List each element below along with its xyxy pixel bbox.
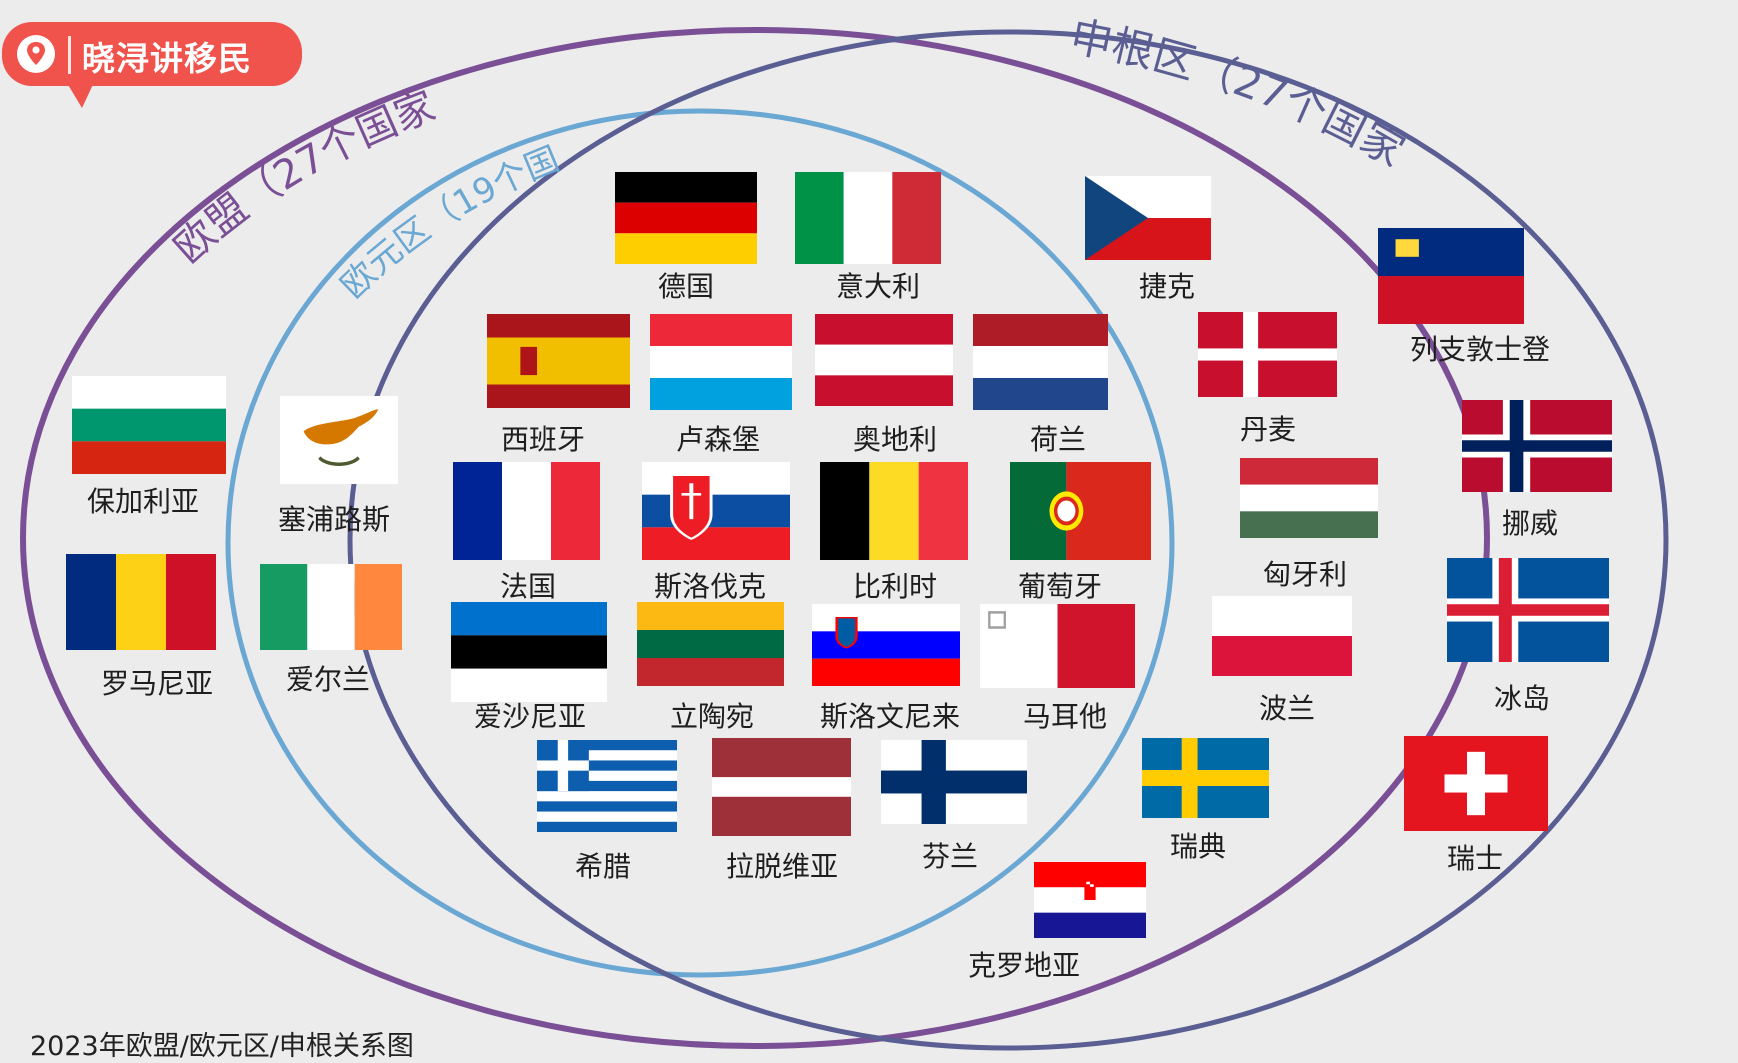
eu-circle: [20, 27, 1490, 1049]
flag-sweden: [1142, 738, 1269, 818]
badge-separator: [68, 36, 71, 74]
flag-malta: [980, 604, 1135, 688]
label-lithuania: 立陶宛: [669, 700, 755, 733]
label-norway: 挪威: [1501, 507, 1559, 540]
label-france: 法国: [499, 570, 557, 603]
eurozone-circle: [225, 108, 1175, 978]
label-cyprus: 塞浦路斯: [277, 503, 391, 536]
flag-italy: [795, 172, 941, 264]
flag-ireland: [260, 564, 402, 650]
label-czech: 捷克: [1138, 270, 1196, 303]
label-iceland: 冰岛: [1493, 682, 1551, 715]
badge-tail: [64, 78, 96, 108]
flag-denmark: [1198, 312, 1337, 397]
label-spain: 西班牙: [500, 423, 586, 456]
flag-luxembourg: [650, 314, 792, 410]
label-hungary: 匈牙利: [1262, 558, 1348, 591]
label-belgium: 比利时: [852, 570, 938, 603]
badge-text: 晓浔讲移民: [82, 39, 252, 78]
flag-austria: [815, 314, 953, 406]
label-netherlands: 荷兰: [1029, 423, 1087, 456]
flag-latvia: [712, 738, 851, 836]
flag-czech: [1085, 176, 1211, 260]
flag-norway: [1462, 400, 1612, 492]
flag-cyprus: [280, 396, 398, 484]
flag-poland: [1212, 596, 1352, 676]
label-austria: 奥地利: [852, 423, 938, 456]
label-malta: 马耳他: [1022, 700, 1108, 733]
flag-estonia: [451, 602, 607, 702]
flag-portugal: [1010, 462, 1151, 560]
flag-netherlands: [973, 314, 1108, 410]
flag-france: [453, 462, 600, 560]
label-slovakia: 斯洛伐克: [653, 570, 767, 603]
flag-romania: [66, 554, 216, 650]
label-liechtenstein: 列支敦士登: [1409, 333, 1551, 366]
label-finland: 芬兰: [921, 840, 979, 873]
label-denmark: 丹麦: [1239, 413, 1297, 446]
flag-slovenia: [812, 604, 960, 686]
flag-switzerland: [1404, 736, 1548, 831]
location-pin-icon: [17, 35, 55, 73]
label-portugal: 葡萄牙: [1017, 570, 1103, 603]
label-latvia: 拉脱维亚: [725, 850, 839, 883]
flag-croatia: [1034, 862, 1146, 938]
label-switzerland: 瑞士: [1446, 842, 1504, 875]
flag-belgium: [820, 462, 968, 560]
label-italy: 意大利: [835, 270, 921, 303]
flag-spain: [487, 314, 630, 408]
flag-finland: [881, 740, 1027, 824]
label-croatia: 克罗地亚: [967, 949, 1081, 982]
label-slovenia: 斯洛文尼来: [819, 700, 961, 733]
label-sweden: 瑞典: [1169, 830, 1227, 863]
flag-bulgaria: [72, 376, 226, 474]
flag-germany: [615, 172, 757, 264]
label-romania: 罗马尼亚: [100, 667, 214, 700]
flag-slovakia: [642, 462, 790, 560]
flag-lithuania: [637, 602, 784, 686]
flag-iceland: [1447, 558, 1609, 662]
label-estonia: 爱沙尼亚: [473, 700, 587, 733]
label-germany: 德国: [657, 270, 715, 303]
label-bulgaria: 保加利亚: [86, 485, 200, 518]
label-ireland: 爱尔兰: [285, 663, 371, 696]
source-badge: 晓浔讲移民: [2, 22, 302, 108]
flag-liechtenstein: [1378, 228, 1524, 324]
flag-greece: [537, 740, 677, 832]
label-greece: 希腊: [574, 850, 632, 883]
diagram-caption: 2023年欧盟/欧元区/申根关系图: [30, 1031, 414, 1062]
flag-hungary: [1240, 458, 1378, 538]
label-poland: 波兰: [1258, 692, 1316, 725]
label-luxembourg: 卢森堡: [675, 423, 761, 456]
schengen-circle: [347, 29, 1669, 1051]
